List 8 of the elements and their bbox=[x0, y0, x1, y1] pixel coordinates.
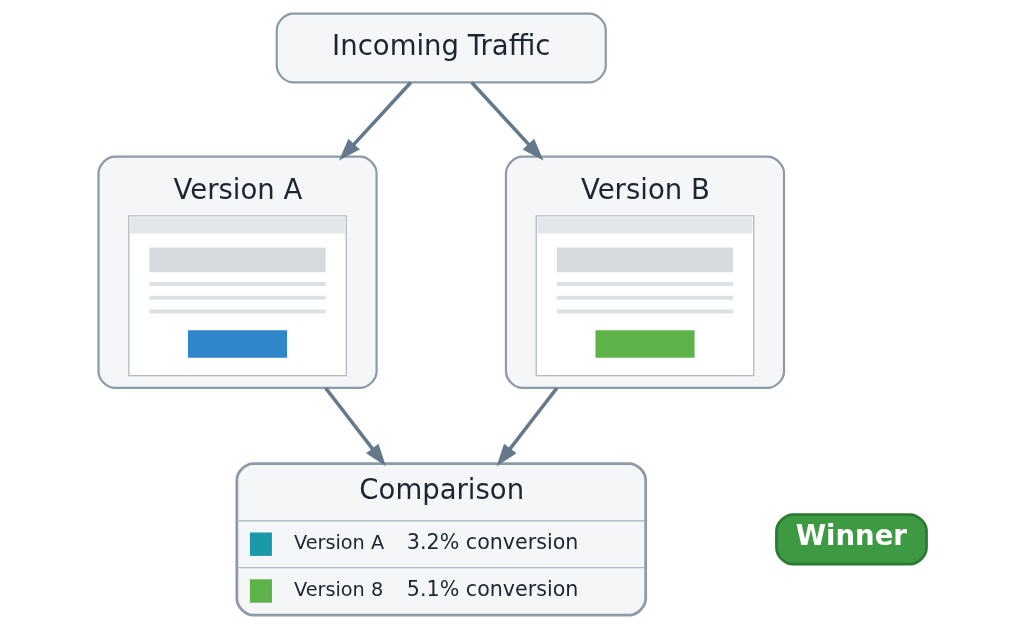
arrow bbox=[323, 387, 386, 467]
node-box: Winner bbox=[774, 513, 928, 566]
node-box: Incoming Traffic bbox=[275, 12, 607, 84]
arrow bbox=[496, 387, 558, 467]
arrow bbox=[338, 81, 412, 161]
arrow bbox=[469, 81, 543, 161]
node-box: Version A bbox=[96, 155, 378, 390]
node-box: Version B bbox=[504, 155, 785, 390]
